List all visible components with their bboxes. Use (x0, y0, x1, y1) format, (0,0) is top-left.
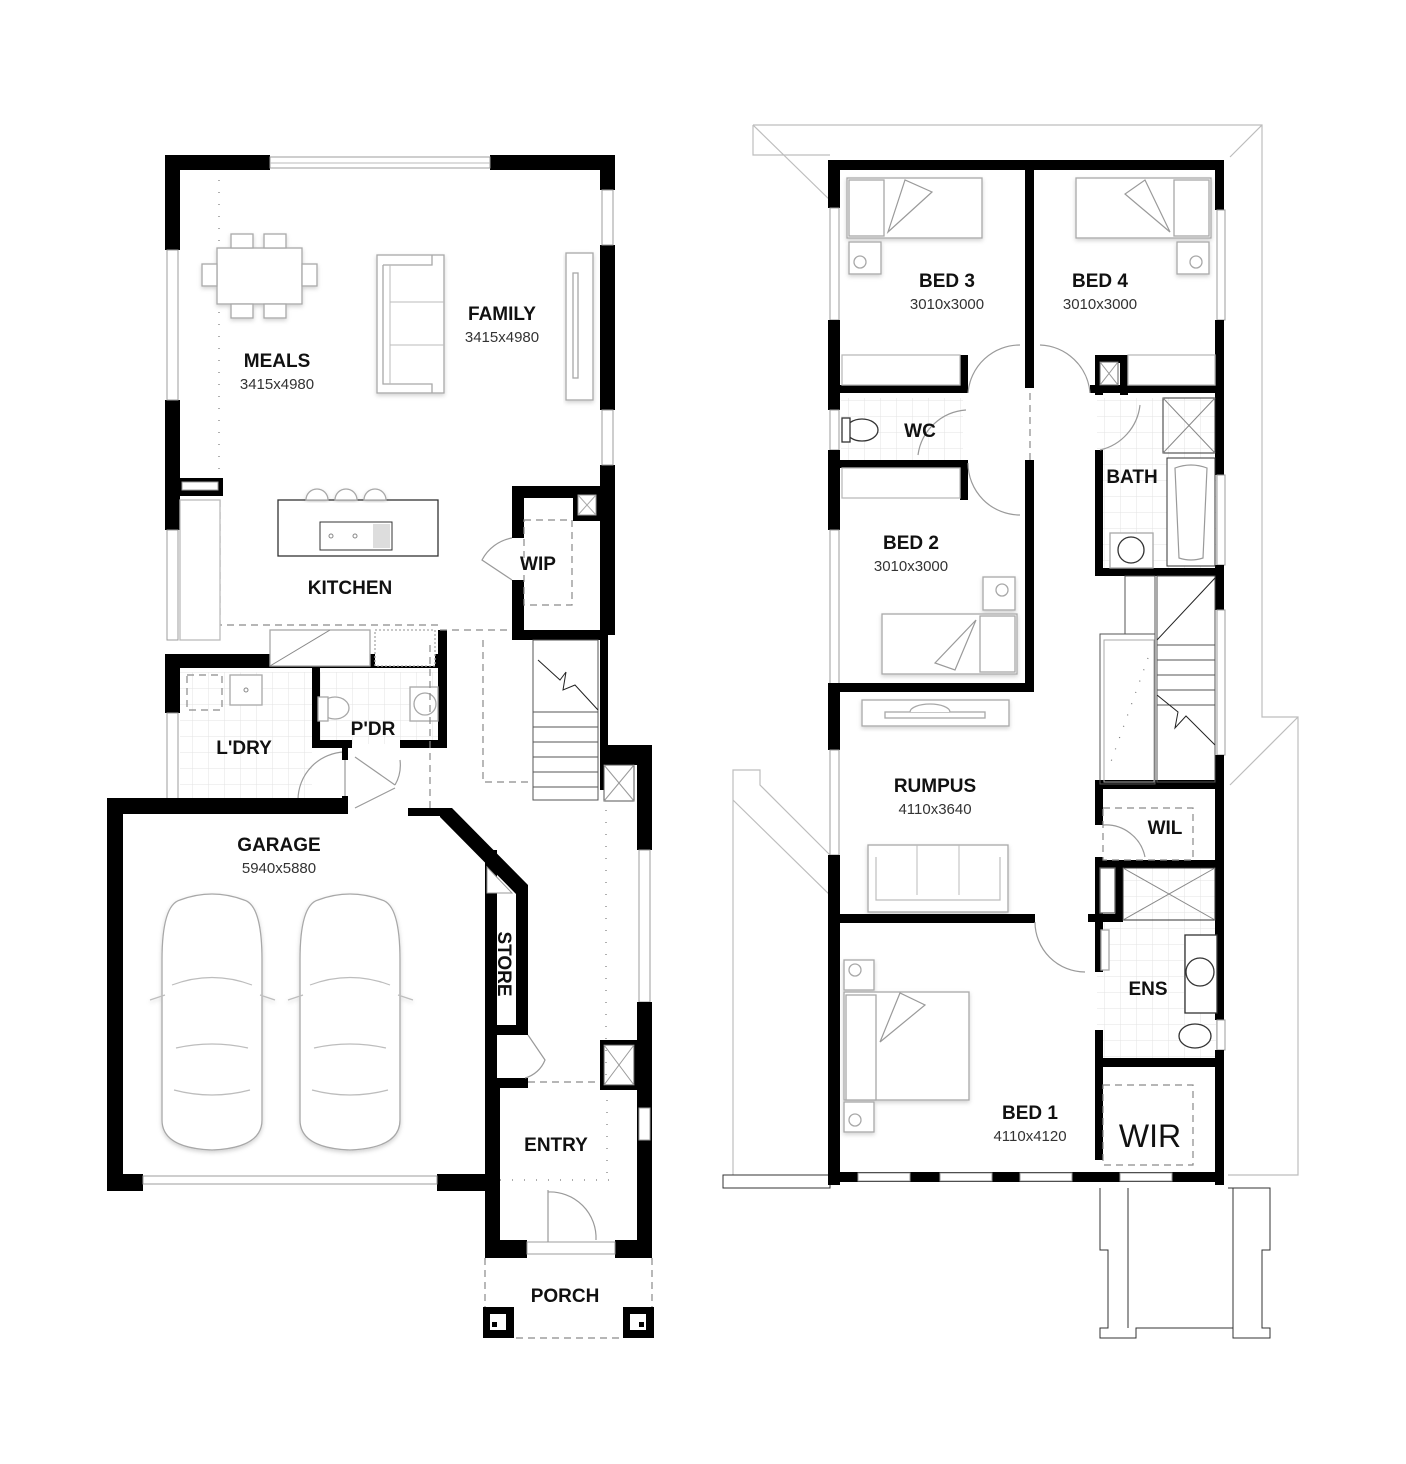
room-label-wip: WIP (520, 554, 556, 575)
room-label-laundry: L'DRY (216, 738, 272, 759)
room-label-porch: PORCH (531, 1286, 600, 1307)
room-dims-bed3: 3010x3000 (910, 296, 984, 313)
car-icon-left (149, 893, 276, 1151)
room-label-garage: GARAGE (237, 835, 320, 856)
room-label-family: FAMILY (468, 304, 536, 325)
room-dims-bed4: 3010x3000 (1063, 296, 1137, 313)
room-label-wil: WIL (1148, 818, 1183, 839)
stairs-ground (532, 639, 599, 801)
room-dims-bed1: 4110x4120 (993, 1128, 1066, 1145)
room-label-wc: WC (904, 421, 936, 442)
room-label-wir: WIR (1119, 1118, 1181, 1154)
room-dims-meals: 3415x4980 (240, 376, 314, 393)
room-label-bed1: BED 1 (1002, 1103, 1058, 1124)
room-label-bed2: BED 2 (883, 533, 939, 554)
ground-floor-plan: MEALS 3415x4980 FAMILY 3415x4980 KITCHEN… (107, 155, 654, 1339)
room-dims-garage: 5940x5880 (242, 860, 316, 877)
room-label-bath: BATH (1106, 467, 1157, 488)
room-label-rumpus: RUMPUS (894, 776, 976, 797)
room-label-powder: P'DR (351, 719, 396, 740)
room-label-entry: ENTRY (524, 1135, 588, 1156)
car-icon-right (287, 893, 414, 1151)
room-dims-bed2: 3010x3000 (874, 558, 948, 575)
room-dims-rumpus: 4110x3640 (898, 801, 971, 818)
room-label-ens: ENS (1128, 979, 1167, 1000)
first-floor-plan: BED 3 3010x3000 BED 4 3010x3000 WC BATH … (722, 124, 1299, 1339)
stairs-first (1099, 575, 1216, 785)
room-label-store: STORE (493, 931, 514, 996)
room-dims-family: 3415x4980 (465, 329, 539, 346)
room-label-bed4: BED 4 (1072, 271, 1128, 292)
room-label-kitchen: KITCHEN (308, 578, 392, 599)
room-label-meals: MEALS (244, 351, 311, 372)
room-label-bed3: BED 3 (919, 271, 975, 292)
